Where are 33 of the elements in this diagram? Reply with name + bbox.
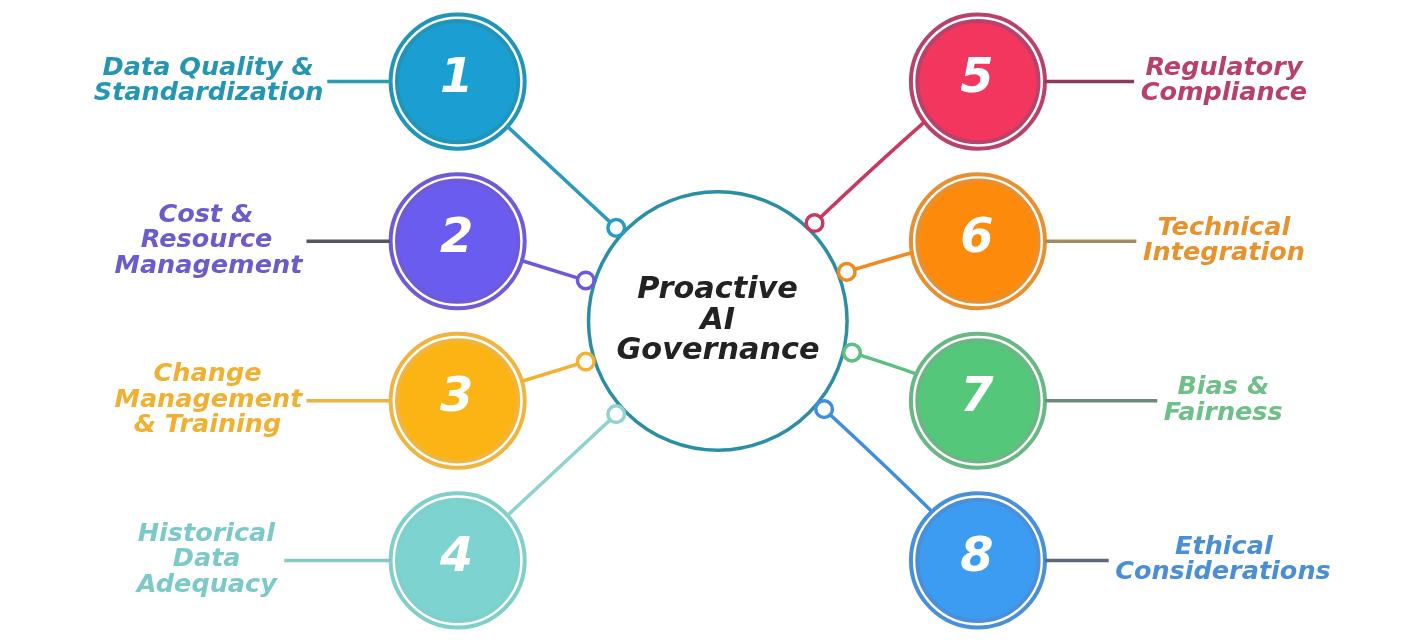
connector (521, 351, 596, 383)
node-circle: 4 (388, 491, 527, 630)
connector (1044, 239, 1136, 243)
node-circle: 2 (388, 172, 527, 311)
node-circle: 1 (388, 12, 527, 151)
connector (813, 399, 933, 513)
node-text: Technical Integration (1142, 210, 1305, 267)
node-text: Bias & Fairness (1163, 370, 1283, 426)
connector (1044, 558, 1109, 563)
node-circle: 3 (388, 331, 527, 470)
node-text: Historical Data Adequacy (136, 516, 277, 598)
connector (505, 404, 626, 517)
node-circle: 5 (908, 12, 1047, 151)
connector (804, 121, 925, 234)
connector (283, 558, 391, 563)
node-circle: 6 (908, 172, 1047, 311)
node-text: Data Quality & Standardization (93, 50, 324, 107)
node-text: Ethical Considerations (1114, 529, 1331, 586)
node-text: Change Management & Training (114, 357, 302, 439)
node-circle: 7 (908, 331, 1047, 470)
node-circle: Proactive AI Governance (586, 189, 849, 453)
connector (1044, 79, 1134, 84)
connector (305, 239, 390, 243)
connector (841, 342, 917, 376)
connector (521, 259, 596, 291)
node-circle: 8 (908, 491, 1047, 630)
node-text: Cost & Resource Management (114, 197, 302, 279)
connector (1044, 399, 1157, 403)
node-text: Regulatory Compliance (1140, 50, 1307, 107)
connector (836, 251, 912, 282)
connector (305, 399, 390, 403)
connector (505, 125, 626, 238)
connector (326, 79, 390, 84)
